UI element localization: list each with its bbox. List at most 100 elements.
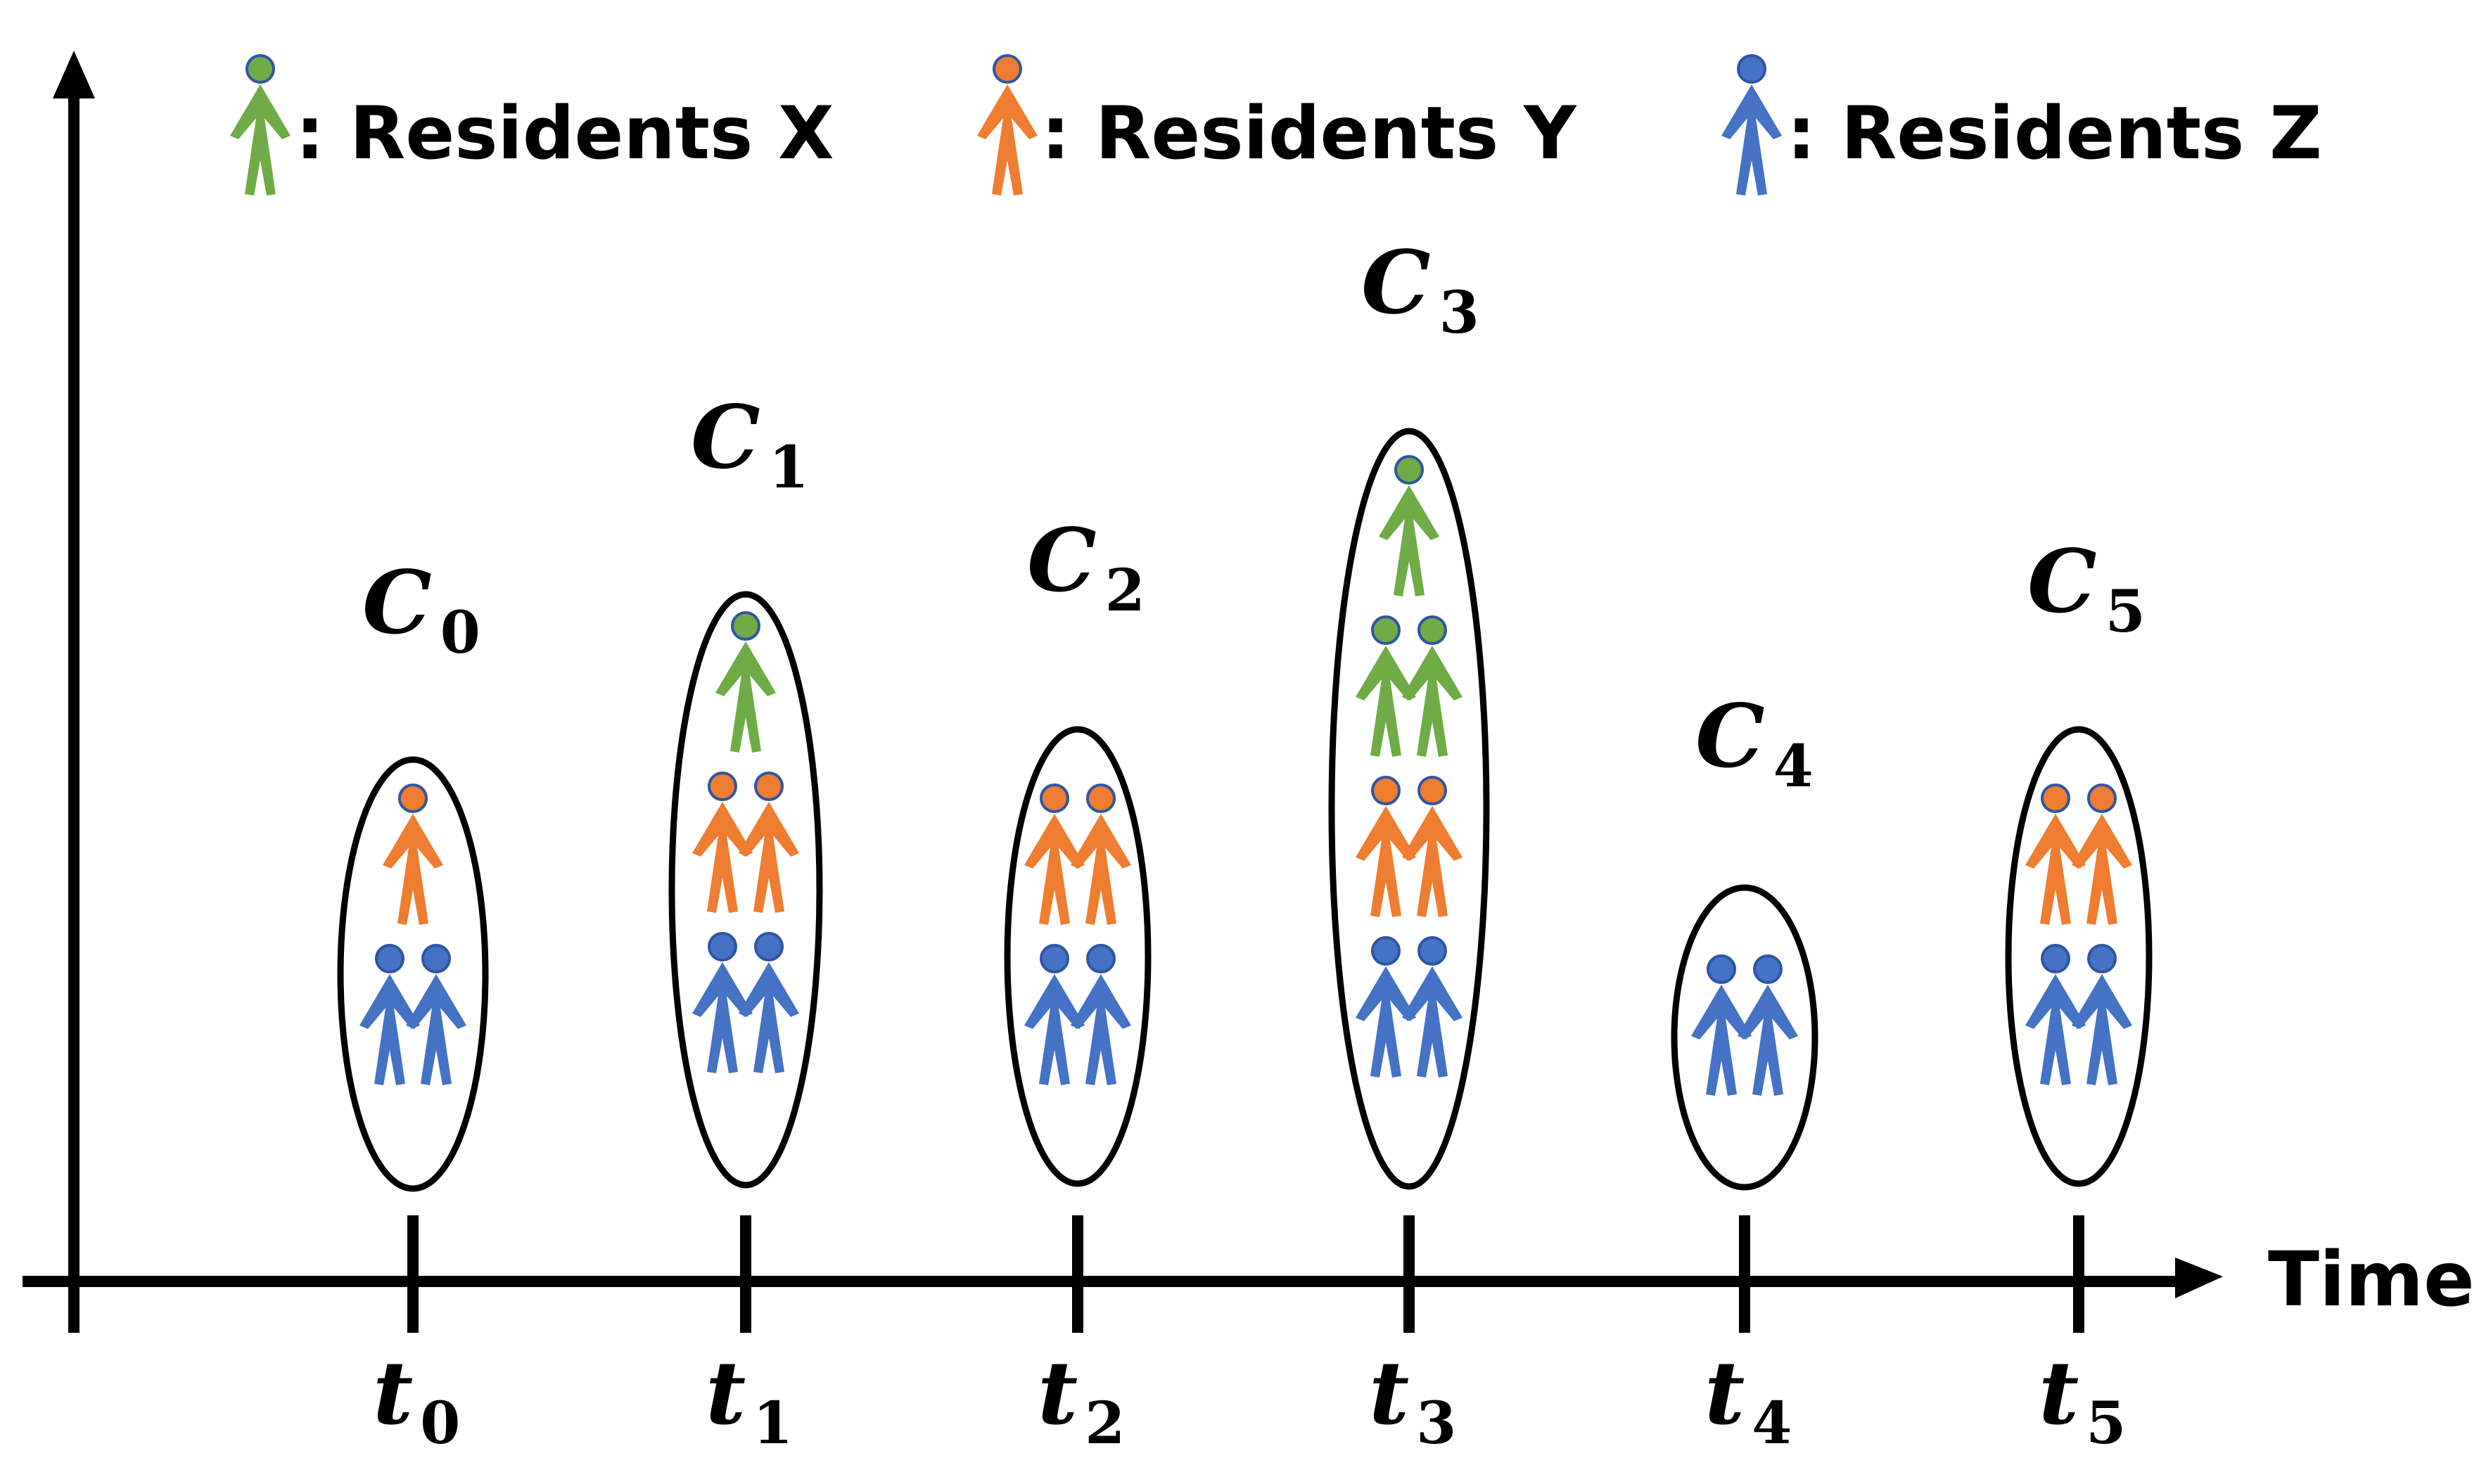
figure-head xyxy=(2041,783,2070,813)
figure-body xyxy=(715,641,776,753)
cluster-ellipse xyxy=(337,756,489,1192)
figure-head xyxy=(1086,944,1116,973)
cluster-members xyxy=(1024,783,1131,1085)
figure-body xyxy=(406,974,466,1085)
resident-y-icon xyxy=(977,54,1038,196)
x-axis-arrowhead xyxy=(2175,1258,2223,1298)
figure-head xyxy=(754,772,784,801)
figure-body xyxy=(739,802,799,913)
figure-head xyxy=(1417,615,1447,645)
figure-body xyxy=(1379,485,1439,596)
y-axis-arrowhead xyxy=(53,51,95,98)
time-label-subscript: 5 xyxy=(2086,1390,2126,1457)
legend: : Residents X : Residents Y : Residents … xyxy=(230,54,2322,196)
cluster-label-subscript: 3 xyxy=(1439,279,1479,347)
cluster-members xyxy=(2025,783,2132,1085)
legend-label-residents-x: : Residents X xyxy=(295,91,834,176)
figure-body xyxy=(692,802,753,913)
figure-body xyxy=(739,962,799,1073)
cluster-label-base: C xyxy=(1361,232,1431,334)
figure-head xyxy=(421,944,451,973)
cluster-members xyxy=(1356,455,1462,1077)
figure-body xyxy=(977,84,1038,196)
resident-z-figure xyxy=(1402,936,1462,1077)
figure-body xyxy=(383,814,443,925)
figure-body xyxy=(230,84,291,196)
cluster-label-subscript: 5 xyxy=(2105,578,2146,646)
figure-body xyxy=(2072,974,2132,1085)
cluster-ellipse xyxy=(1328,428,1490,1190)
time-label-base: t xyxy=(1369,1343,1409,1445)
cluster-label-base: C xyxy=(1695,686,1765,788)
time-label-subscript: 1 xyxy=(753,1390,793,1457)
figure-head xyxy=(993,54,1022,84)
resident-z-figure xyxy=(1356,936,1416,1077)
figure-head xyxy=(398,783,428,813)
time-label-base: t xyxy=(2039,1343,2079,1445)
figure-head xyxy=(1394,455,1424,485)
time-label-subscript: 4 xyxy=(1752,1390,1792,1457)
figure-head xyxy=(2087,944,2117,973)
figure-head xyxy=(708,772,737,801)
figure-body xyxy=(1402,966,1462,1077)
figure-body xyxy=(1024,814,1085,925)
resident-z-figure xyxy=(1024,944,1085,1085)
figure-body xyxy=(1071,974,1131,1085)
resident-z-figure xyxy=(2025,944,2086,1085)
figure-head xyxy=(708,932,737,961)
resident-z-figure xyxy=(1721,54,1782,196)
figure-head xyxy=(2041,944,2070,973)
resident-y-figure xyxy=(2025,783,2086,925)
figure-head xyxy=(1737,54,1766,84)
figure-body xyxy=(2025,814,2086,925)
cluster-label-base: C xyxy=(1027,510,1097,612)
figure-head xyxy=(1086,783,1116,813)
resident-z-figure xyxy=(1071,944,1131,1085)
resident-z-icon xyxy=(1721,54,1782,196)
x-axis-label: Time xyxy=(2268,1236,2475,1324)
cluster-ellipse xyxy=(1004,726,1152,1187)
resident-z-figure xyxy=(359,944,420,1085)
cluster-ellipse xyxy=(1671,884,1818,1191)
figure-body xyxy=(1356,806,1416,917)
figure-body xyxy=(2072,814,2132,925)
resident-x-figure xyxy=(230,54,291,196)
figure-head xyxy=(1040,783,1069,813)
figure-body xyxy=(1356,966,1416,1077)
legend-item-residents-x: : Residents X xyxy=(230,54,834,196)
resident-z-figure xyxy=(1738,954,1798,1096)
legend-item-residents-z: : Residents Z xyxy=(1721,54,2322,196)
resident-y-figure xyxy=(692,772,753,913)
legend-label-residents-z: : Residents Z xyxy=(1787,91,2322,176)
resident-x-figure xyxy=(715,611,776,753)
figure-body xyxy=(1356,646,1416,757)
resident-x-figure xyxy=(1356,615,1416,757)
resident-y-figure xyxy=(1024,783,1085,925)
resident-z-figure xyxy=(692,932,753,1073)
figure-body xyxy=(1691,985,1752,1096)
legend-label-residents-y: : Residents Y xyxy=(1041,91,1577,176)
figure-body xyxy=(692,962,753,1073)
time-label-base: t xyxy=(373,1343,413,1445)
time-label-subscript: 0 xyxy=(420,1390,460,1457)
legend-item-residents-y: : Residents Y xyxy=(977,54,1577,196)
figure-body xyxy=(1721,84,1782,196)
resident-y-figure xyxy=(1071,783,1131,925)
figure-head xyxy=(1371,936,1401,966)
cluster-ellipse xyxy=(2005,726,2153,1187)
resident-y-figure xyxy=(739,772,799,913)
figure-head xyxy=(1707,954,1736,984)
figure-head xyxy=(754,932,784,961)
cluster-members xyxy=(359,783,466,1085)
cluster-label-subscript: 1 xyxy=(769,434,809,501)
cluster-label-base: C xyxy=(2027,531,2097,633)
